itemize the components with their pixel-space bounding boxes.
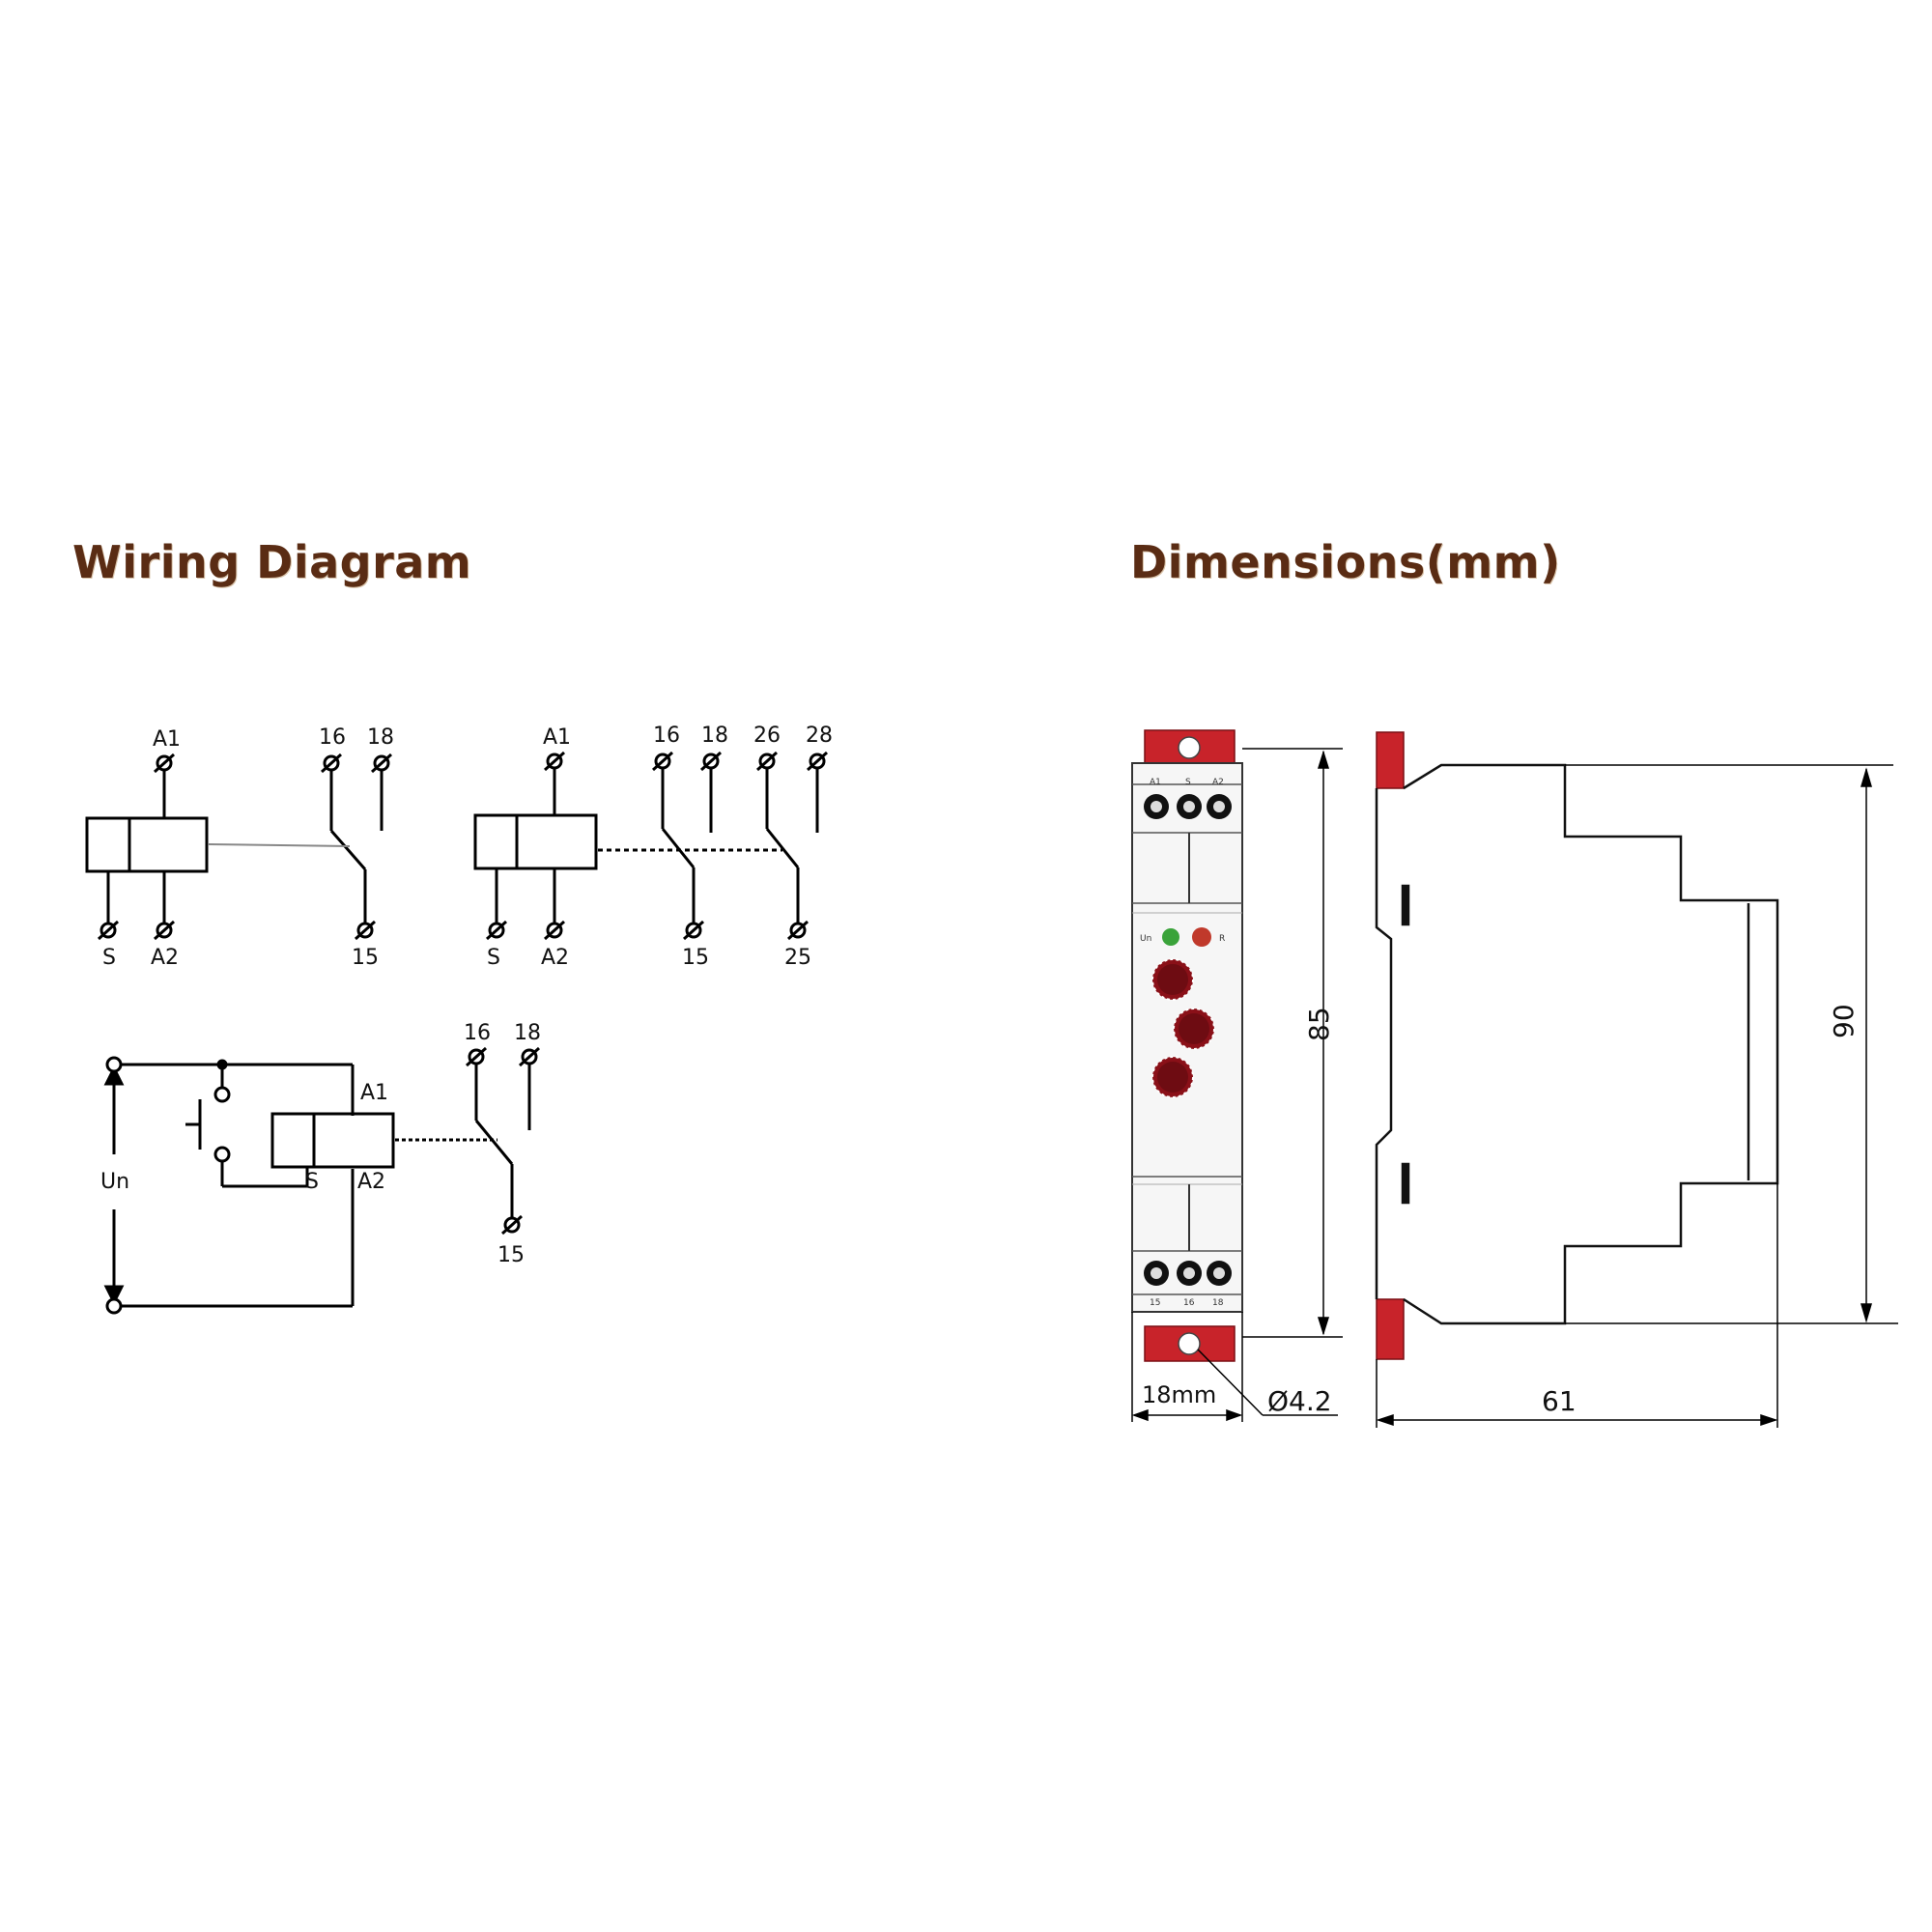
label-28: 28 (806, 724, 833, 748)
label-25: 25 (784, 946, 811, 970)
svg-text:A1: A1 (1150, 778, 1161, 787)
label-18: 18 (367, 725, 394, 750)
label-s: S (487, 946, 500, 970)
front-dimension-lines (1131, 748, 1343, 1422)
terminal-screw-icon (1144, 1261, 1232, 1286)
svg-text:18: 18 (1212, 1298, 1224, 1308)
label-a2: A2 (151, 946, 179, 970)
label-18: 18 (701, 724, 728, 748)
relay-coil-icon (85, 816, 209, 873)
pushbutton-icon (185, 1065, 307, 1188)
label-un: Un (100, 1170, 129, 1194)
switch-contact-icon (329, 765, 384, 927)
svg-text:R: R (1219, 934, 1225, 944)
front-height-label: 85 (1303, 1007, 1335, 1041)
relay-coil-icon (473, 813, 598, 870)
label-15: 15 (352, 946, 379, 970)
side-height-label: 90 (1828, 1004, 1860, 1038)
svg-text:16: 16 (1183, 1298, 1195, 1308)
led-icon (1162, 927, 1211, 947)
label-s: S (305, 1170, 319, 1194)
relay-coil-icon (270, 1112, 395, 1169)
svg-text:Un: Un (1140, 934, 1151, 944)
svg-text:S: S (1185, 778, 1191, 787)
label-a2: A2 (357, 1170, 385, 1194)
label-a1: A1 (543, 725, 571, 750)
side-dimension-lines (1376, 764, 1898, 1428)
hole-diameter-label: Ø4.2 (1267, 1385, 1332, 1417)
label-s: S (102, 946, 116, 970)
width-label: 18mm (1142, 1381, 1216, 1408)
depth-label: 61 (1542, 1385, 1577, 1417)
label-26: 26 (753, 724, 781, 748)
label-16: 16 (464, 1021, 491, 1045)
label-15: 15 (682, 946, 709, 970)
switch-contact-icon (474, 1061, 531, 1222)
switch-contact-icon (661, 765, 713, 927)
terminal-screw-icon (1144, 794, 1232, 819)
svg-text:A2: A2 (1212, 778, 1224, 787)
knob-icon (1151, 958, 1215, 1098)
svg-text:15: 15 (1150, 1298, 1160, 1308)
wiring-diagram-title: Wiring Diagram (72, 536, 472, 588)
wiring-diagram-single-contact (85, 753, 393, 941)
label-a2: A2 (541, 946, 569, 970)
relay-front-view: A1 S A2 Un R 15 16 18 (1131, 729, 1243, 1362)
wiring-diagram-double-contact (473, 751, 829, 941)
relay-side-view (1375, 731, 1779, 1360)
terminal-screw-icon (485, 751, 829, 941)
wiring-diagram-control-circuit (103, 1046, 541, 1315)
label-16: 16 (653, 724, 680, 748)
label-15: 15 (497, 1243, 525, 1267)
label-18: 18 (514, 1021, 541, 1045)
label-a1: A1 (153, 727, 181, 752)
label-a1: A1 (360, 1081, 388, 1105)
switch-contact-icon (765, 765, 819, 927)
dimensions-title: Dimensions(mm) (1130, 536, 1561, 588)
label-16: 16 (319, 725, 346, 750)
